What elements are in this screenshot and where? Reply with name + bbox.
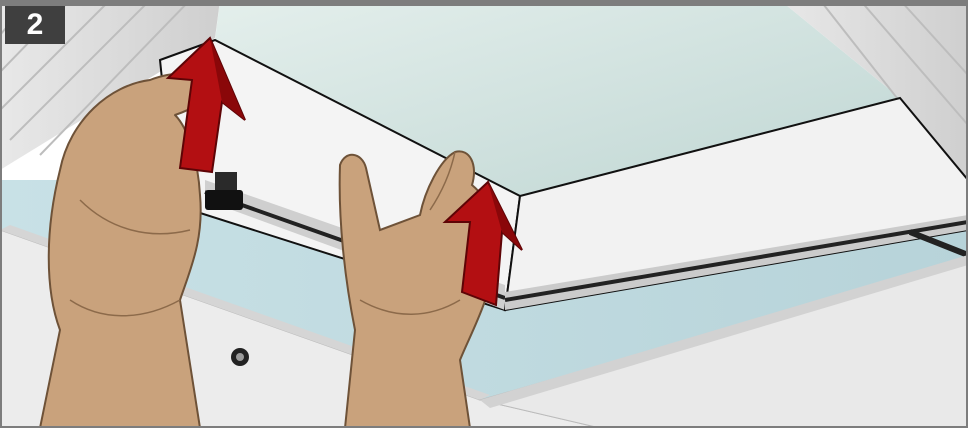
screw-icon: [231, 348, 249, 366]
step-number-badge: 2: [5, 6, 65, 44]
